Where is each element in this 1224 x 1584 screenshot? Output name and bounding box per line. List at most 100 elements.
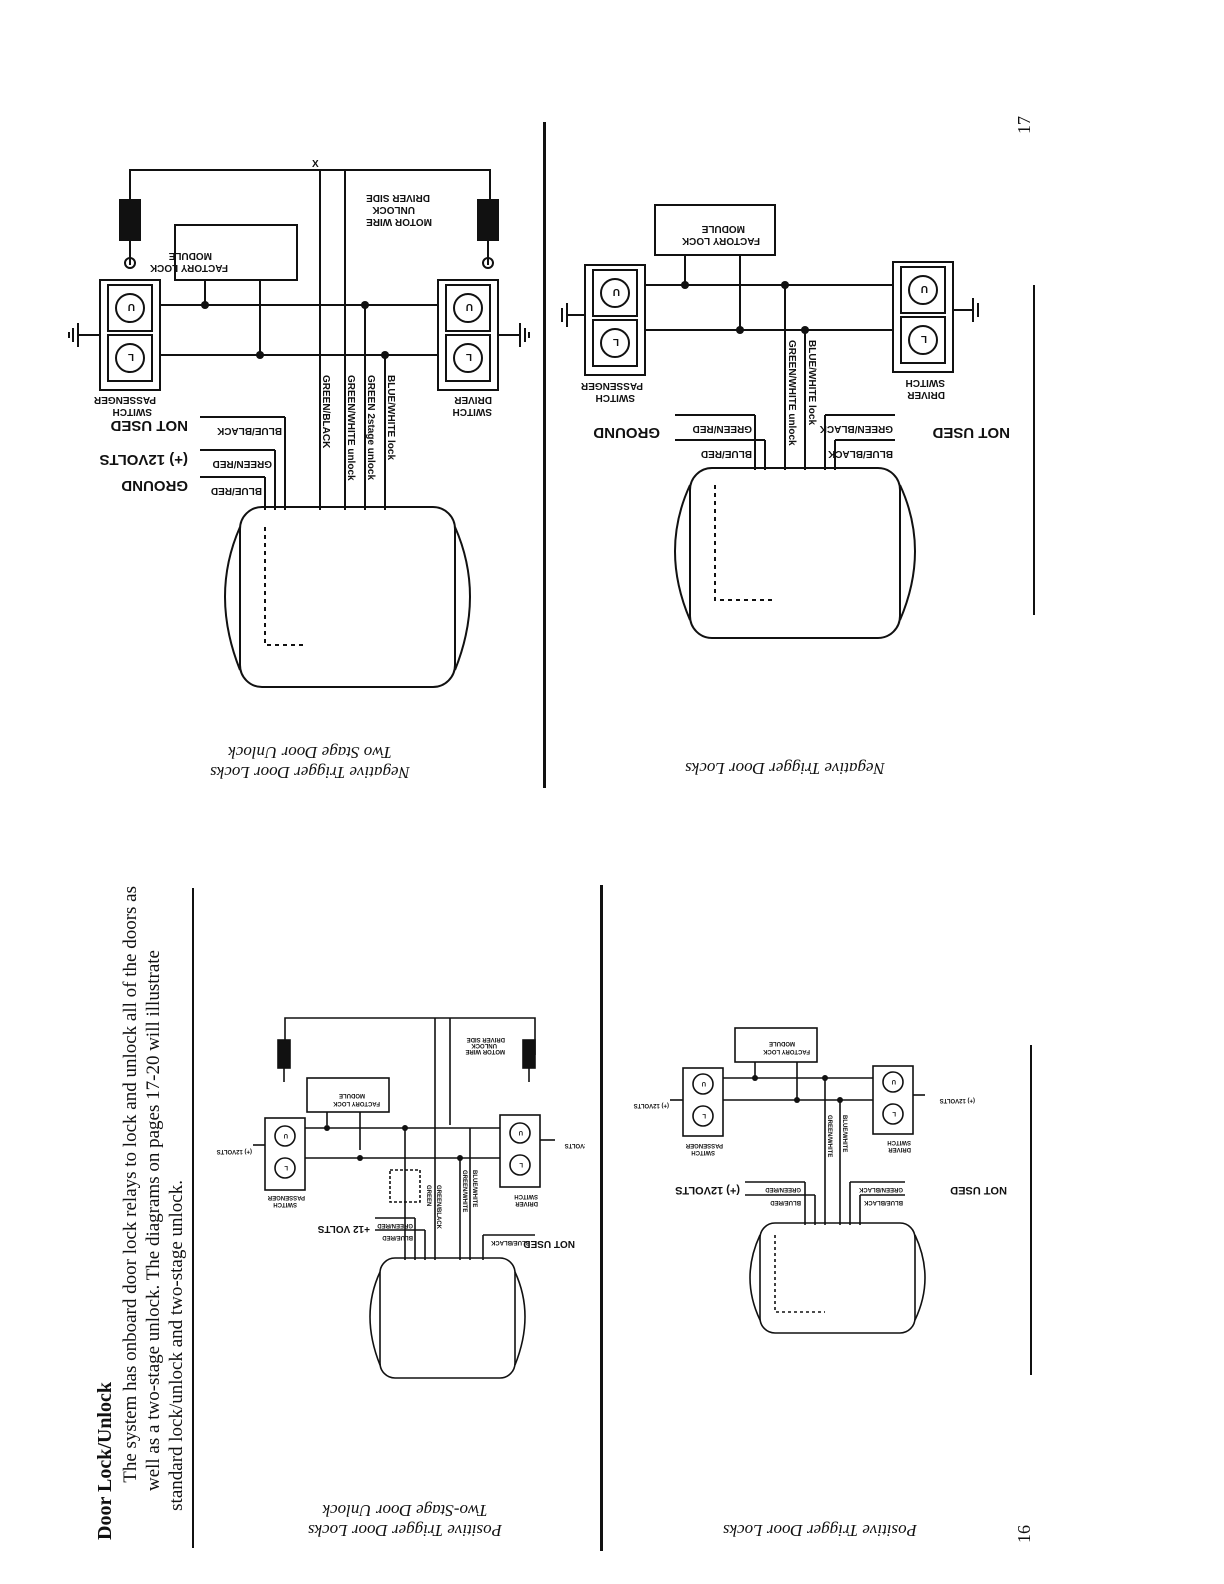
- d3-drv-u: U: [519, 1129, 523, 1135]
- d3-motor-1: DRIVER SIDE: [467, 1036, 505, 1042]
- page-16-divider: [600, 885, 603, 1551]
- d1-green-black: GREEN/BLACK: [320, 375, 331, 449]
- d3-factory-1: FACTORY LOCK: [332, 1100, 380, 1106]
- d1-pass-l: L: [128, 351, 134, 362]
- d3-green: GREEN: [425, 1185, 431, 1206]
- d1-factory-label-1: FACTORY LOCK: [149, 262, 228, 273]
- d3-blue-white: BLUE/WHITE: [471, 1170, 477, 1207]
- d3-green-red: GREEN/RED: [377, 1222, 413, 1228]
- d4-pass-12v: (+) 12VOLTS: [634, 1102, 669, 1108]
- d4-pass-switch: SWITCH: [691, 1149, 715, 1155]
- d1-driver-label: DRIVER: [453, 394, 492, 405]
- d3-caption: Positive Trigger Door Locks Two-Stage Do…: [307, 1501, 503, 1540]
- d4-passenger: PASSENGER: [685, 1142, 723, 1148]
- d4-caption: Positive Trigger Door Locks: [722, 1521, 918, 1540]
- page-17-right-rule: [1033, 285, 1035, 615]
- d3-factory-2: MODULE: [339, 1092, 365, 1098]
- d4-blue-black: BLUE/BLACK: [863, 1199, 903, 1205]
- d4-driver: DRIVER: [888, 1146, 911, 1152]
- d2-drv-l: L: [921, 333, 927, 344]
- d1-driver-switch-label: SWITCH: [453, 406, 492, 417]
- diagram-positive-trigger: FACTORY LOCK MODULE PASSENGER SWITCH SWI…: [634, 1027, 1007, 1334]
- section-body-line-3: standard lock/unlock and two-stage unloc…: [166, 1180, 187, 1511]
- page-16-right-rule: [1030, 1045, 1032, 1375]
- d4-volts: (+) 12VOLTS: [675, 1184, 740, 1196]
- d2-pass-l: L: [613, 336, 619, 347]
- d1-factory-label-2: MODULE: [168, 250, 212, 261]
- d3-motor-3: MOTOR WIRE: [465, 1048, 505, 1054]
- d1-motor-label-2: UNLOCK: [371, 204, 415, 215]
- section-heading: Door Lock/Unlock: [94, 1382, 116, 1540]
- d4-not-used: NOT USED: [950, 1184, 1007, 1196]
- d4-green-red: GREEN/RED: [765, 1186, 801, 1192]
- d1-green-2stage: GREEN 2stage unlock: [365, 375, 376, 480]
- d3-pass-u: U: [284, 1132, 288, 1138]
- d3-green-black: GREEN/BLACK: [435, 1185, 441, 1230]
- d3-not-used: NOT USED: [523, 1238, 575, 1249]
- d1-motor-label-1: DRIVER SIDE: [366, 192, 430, 203]
- diagram-negative-trigger: FACTORY LOCK MODULE PASSENGER SWITCH SWI…: [561, 204, 1010, 639]
- d2-green-black: GREEN/BLACK: [819, 423, 893, 434]
- d2-blue-black: BLUE/BLACK: [827, 448, 893, 459]
- d2-driver-switch: SWITCH: [906, 377, 945, 388]
- d1-caption: Negative Trigger Door Locks Two Stage Do…: [210, 743, 410, 782]
- d1-12volts: (+) 12VOLTS: [100, 451, 189, 468]
- d3-drv-switch: SWITCH: [514, 1193, 538, 1199]
- d4-pass-u: U: [702, 1080, 706, 1086]
- page-number-17: 17: [1014, 116, 1034, 134]
- d1-green-white: GREEN/WHITE unlock: [345, 375, 356, 481]
- section-rule: [192, 888, 194, 1548]
- d1-passenger-switch-label: SWITCH: [113, 406, 152, 417]
- d4-green-black: GREEN/BLACK: [858, 1186, 903, 1192]
- d4-pass-l: L: [702, 1112, 706, 1118]
- d4-green-white: GREEN/WHITE: [826, 1115, 832, 1157]
- d2-pass-u: U: [613, 286, 620, 297]
- d1-x-label: X: [312, 159, 319, 170]
- d2-ground: GROUND: [593, 424, 660, 441]
- d3-pass-switch: SWITCH: [273, 1201, 297, 1207]
- d4-blue-white: BLUE/WHITE: [841, 1115, 847, 1152]
- d1-motor-label-3: MOTOR WIRE: [366, 216, 432, 227]
- d3-blue-red: BLUE/RED: [382, 1234, 413, 1240]
- d4-factory-1: FACTORY LOCK: [762, 1048, 810, 1054]
- d1-ground: GROUND: [121, 477, 188, 494]
- d2-passenger: PASSENGER: [580, 380, 643, 391]
- d1-pass-u: U: [128, 301, 135, 312]
- d3-pass-12v: (+) 12VOLTS: [217, 1148, 252, 1154]
- diagram-two-stage-negative: X FACTORY LOCK MODULE DRIVER SIDE UNLOCK…: [68, 159, 530, 688]
- d1-green-red: GREEN/RED: [213, 458, 272, 469]
- d2-driver: DRIVER: [906, 389, 945, 400]
- section-body-line-2: well as a two-stage unlock. The diagrams…: [143, 950, 164, 1492]
- section-body-line-1: The system has onboard door lock relays …: [120, 886, 141, 1483]
- d3-motor-2: UNLOCK: [471, 1042, 497, 1048]
- d2-blue-white: BLUE/WHITE lock: [806, 340, 817, 425]
- d3-volts: +12 VOLTS: [317, 1223, 370, 1234]
- d4-drv-l: L: [892, 1110, 896, 1116]
- d1-passenger-label: PASSENGER: [93, 394, 156, 405]
- d1-drv-l: L: [466, 351, 472, 362]
- d2-factory-2: MODULE: [701, 223, 745, 234]
- d1-blue-white: BLUE/WHITE lock: [385, 375, 396, 460]
- d2-blue-red: BLUE/RED: [701, 448, 752, 459]
- d2-caption: Negative Trigger Door Locks: [685, 759, 885, 778]
- d4-blue-red: BLUE/RED: [770, 1199, 801, 1205]
- d2-passenger-switch: SWITCH: [596, 392, 635, 403]
- d2-not-used: NOT USED: [932, 424, 1010, 441]
- d1-drv-u: U: [466, 301, 473, 312]
- d4-factory-2: MODULE: [769, 1040, 795, 1046]
- d4-drv-12v: (+) 12VOLTS: [940, 1097, 975, 1103]
- d2-green-red: GREEN/RED: [693, 423, 752, 434]
- d2-green-white: GREEN/WHITE unlock: [786, 340, 797, 446]
- d4-drv-u: U: [892, 1078, 896, 1084]
- page-number-16: 16: [1014, 1525, 1034, 1543]
- d1-blue-red: BLUE/RED: [211, 485, 262, 496]
- d4-drv-switch: SWITCH: [887, 1139, 911, 1145]
- d2-factory-1: FACTORY LOCK: [681, 235, 760, 246]
- d3-pass-l: L: [284, 1164, 288, 1170]
- d3-driver: DRIVER: [515, 1200, 538, 1206]
- page-17-divider: [543, 122, 546, 788]
- d1-not-used: NOT USED: [110, 417, 188, 434]
- d3-passenger: PASSENGER: [267, 1194, 305, 1200]
- d1-blue-black: BLUE/BLACK: [216, 425, 282, 436]
- d2-drv-u: U: [921, 283, 928, 294]
